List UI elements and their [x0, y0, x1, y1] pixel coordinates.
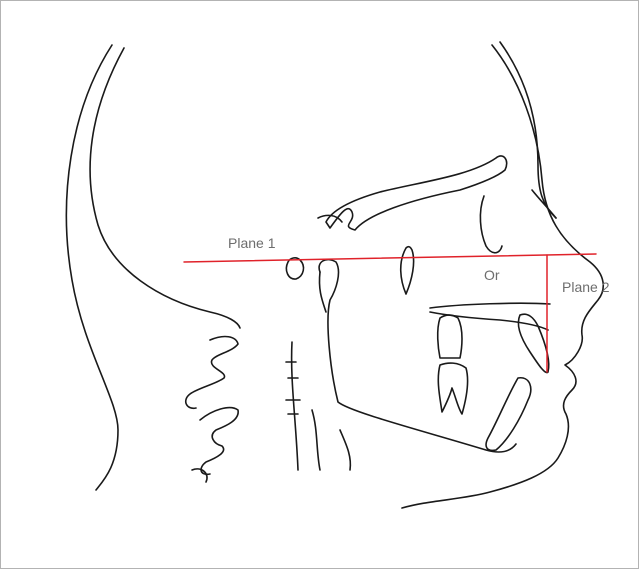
plane-1-label: Plane 1 [228, 235, 276, 251]
mandible-outline [319, 260, 516, 452]
orbit-outline [318, 156, 507, 253]
teeth [438, 314, 549, 450]
plane-1-line [184, 254, 596, 262]
skull-outline-front [402, 42, 603, 508]
ear-outline [286, 258, 303, 279]
airway-and-hyoid [286, 342, 350, 470]
cervical-vertebrae [186, 337, 238, 482]
orbitale-label: Or [484, 267, 500, 283]
plane-2-label: Plane 2 [562, 279, 610, 295]
nasal-structure [401, 247, 414, 294]
skull-outline-back [66, 45, 240, 490]
